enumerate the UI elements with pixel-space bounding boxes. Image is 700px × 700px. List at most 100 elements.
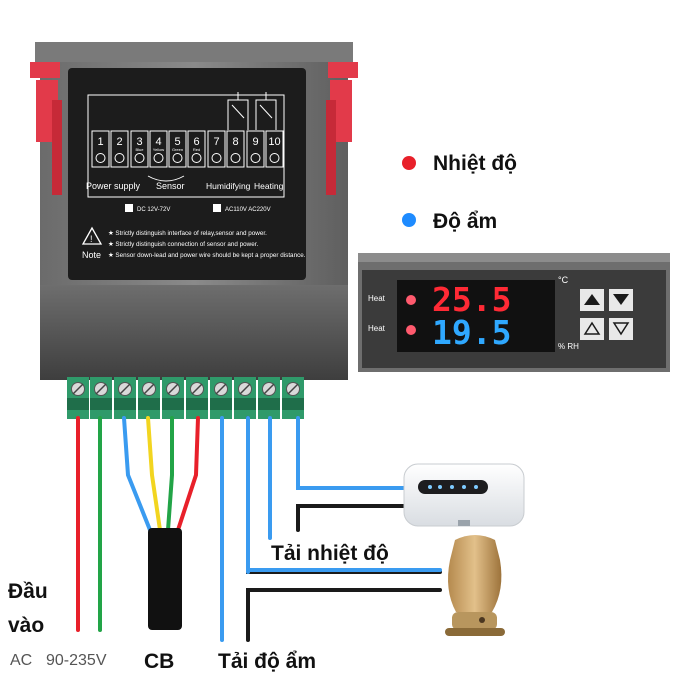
- terminal-number: 1: [97, 136, 103, 148]
- screw-terminal: [67, 377, 89, 419]
- humidifier: [445, 535, 505, 636]
- terminal-number: 4: [155, 136, 161, 148]
- ac-option-box: [213, 204, 221, 212]
- up-outline-arrow-icon: [583, 321, 601, 335]
- screw-terminal: [234, 377, 256, 419]
- ac-option: AC110V AC220V: [225, 207, 271, 213]
- left-mounting-clip: [30, 62, 62, 195]
- group-heating: Heating: [254, 181, 284, 191]
- terminal-5: 5: [168, 130, 187, 168]
- screw-icon: [191, 153, 202, 163]
- input-label-line2: vào: [8, 614, 44, 637]
- group-sensor: Sensor: [156, 181, 185, 191]
- display-row1-label: Heat: [368, 294, 386, 303]
- terminal-number: 6: [193, 136, 199, 148]
- terminal-number: 3: [136, 136, 142, 148]
- terminal-2: 2: [110, 130, 129, 168]
- screw-icon: [250, 153, 261, 163]
- input-label-line1: Đầu: [8, 580, 48, 603]
- terminal-3: 3: [130, 130, 149, 168]
- hum-up-button[interactable]: [580, 318, 604, 340]
- group-humidifying: Humidifying: [206, 181, 251, 191]
- wire-color-tag: Blue: [135, 147, 144, 152]
- temp-indicator-led: [406, 295, 416, 305]
- terminal-8: 8: [226, 130, 245, 168]
- screw-icon: [114, 153, 125, 163]
- screw-terminal: [138, 377, 160, 419]
- right-mounting-clip: [326, 62, 358, 195]
- terminal-10: 10: [265, 130, 284, 168]
- wires: [76, 416, 442, 642]
- terminal-number: 8: [232, 136, 238, 148]
- warning-triangle-icon: [81, 226, 103, 245]
- legend: Nhiệt độ Độ ẩm: [402, 152, 517, 233]
- terminal-number: 2: [116, 136, 122, 148]
- terminal-7: 7: [207, 130, 226, 168]
- terminal-6: 6: [187, 130, 206, 168]
- terminal-number: 10: [268, 136, 280, 148]
- screw-terminal: [282, 377, 304, 419]
- terminal-number: 9: [252, 136, 258, 148]
- screw-icon: [172, 153, 183, 163]
- unit-temp: °C: [558, 275, 569, 285]
- dc-option: DC 12V-72V: [137, 207, 170, 213]
- wire-sensor-red: [176, 416, 200, 532]
- screw-terminal: [90, 377, 112, 419]
- legend-temp-label: Nhiệt độ: [433, 152, 517, 175]
- screw-terminal: [258, 377, 280, 419]
- temp-up-button[interactable]: [580, 289, 604, 311]
- legend-temp-dot: [402, 156, 416, 170]
- wire-sensor-green: [166, 416, 174, 532]
- down-outline-arrow-icon: [612, 322, 630, 336]
- screw-terminal: [114, 377, 136, 419]
- wire-temp-blue-2: [296, 416, 407, 490]
- terminal-4: 4: [149, 130, 168, 168]
- terminal-9: 9: [246, 130, 265, 168]
- wire-color-tag: Red: [193, 147, 200, 152]
- group-power-supply: Power supply: [86, 181, 141, 191]
- legend-hum-label: Độ ẩm: [433, 210, 497, 233]
- screw-icon: [95, 153, 106, 163]
- note-title: Note: [82, 250, 101, 260]
- heating-relay-symbol: [255, 92, 277, 130]
- note-line-3: ★ Sensor down-lead and power wire should…: [108, 252, 306, 259]
- wire-sensor-blue: [122, 416, 152, 532]
- sensor-cable-sheath: [148, 528, 182, 630]
- lcd-screen: [397, 280, 555, 352]
- screw-icon: [211, 153, 222, 163]
- controller-front: Heat Heat 25.5 19.5 °C % RH: [358, 253, 670, 372]
- down-arrow-icon: [613, 294, 629, 305]
- screw-icon: [269, 153, 280, 163]
- humidity-readout: 19.5: [432, 313, 511, 352]
- note-line-1: ★ Strictly distinguish interface of rela…: [108, 230, 267, 237]
- screw-terminal: [210, 377, 232, 419]
- temp-load-label: Tải nhiệt độ: [271, 542, 389, 565]
- terminal-label-plate: [68, 68, 306, 280]
- terminal-number: 7: [213, 136, 219, 148]
- humidifying-relay-symbol: [227, 92, 249, 130]
- screw-icon: [134, 153, 145, 163]
- ac-prefix: AC: [10, 652, 32, 669]
- screw-terminal: [186, 377, 208, 419]
- wire-color-tag: Yellow: [153, 147, 165, 152]
- unit-hum: % RH: [558, 342, 579, 351]
- note-line-2: ★ Strictly distinguish connection of sen…: [108, 241, 258, 248]
- wire-temp-black: [296, 504, 407, 532]
- ac-range: 90-235V: [46, 652, 107, 669]
- screw-icon: [230, 153, 241, 163]
- wire-sensor-yellow: [146, 416, 162, 532]
- up-arrow-icon: [584, 294, 600, 305]
- display-row2-label: Heat: [368, 324, 386, 333]
- screw-icon: [153, 153, 164, 163]
- temperature-readout: 25.5: [432, 280, 511, 319]
- terminal-1: 1: [91, 130, 110, 168]
- cb-label: CB: [144, 650, 174, 673]
- hum-down-button[interactable]: [609, 318, 633, 340]
- svg-text:!: !: [90, 234, 93, 244]
- legend-hum-dot: [402, 213, 416, 227]
- wire-humidity-load-black-return: [246, 588, 442, 642]
- terminal-number: 5: [174, 136, 180, 148]
- temp-down-button[interactable]: [609, 289, 633, 311]
